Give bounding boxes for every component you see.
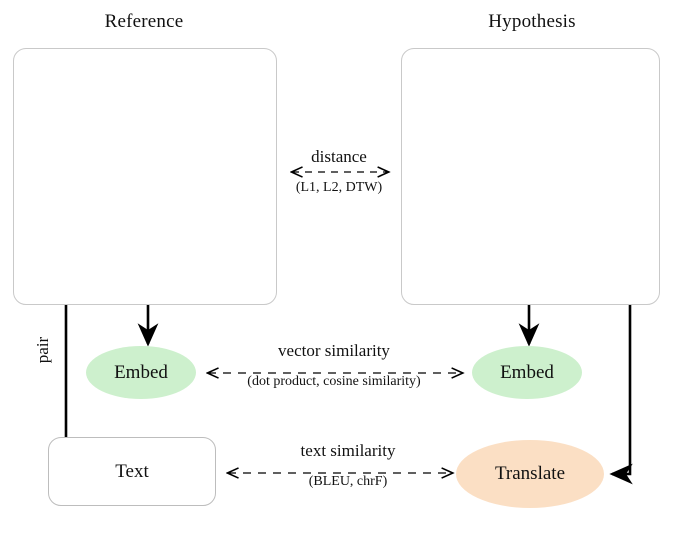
node-embed-left: Embed [86,346,196,399]
node-text: Text [48,437,216,506]
edge-label-distance: distance (L1, L2, DTW) [258,148,420,196]
node-translate: Translate [456,440,604,508]
edge-label-text-similarity: text similarity (BLEU, chrF) [258,442,438,490]
panel-reference [13,48,277,305]
edge-label-distance-secondary: (L1, L2, DTW) [295,179,383,195]
edge-label-vector-primary: vector similarity [278,341,390,360]
panel-title-reference: Reference [104,11,184,32]
edge-label-text-sim-primary: text similarity [300,441,396,460]
edge-label-pair: pair [33,336,52,364]
edge-label-vector-secondary: (dot product, cosine similarity) [247,373,421,389]
panel-hypothesis [401,48,660,305]
edge-hypothesis-to-translate [609,305,633,485]
edge-label-vector-similarity: vector similarity (dot product, cosine s… [200,342,468,390]
edge-label-text-sim-secondary: (BLEU, chrF) [308,473,388,489]
edge-label-distance-primary: distance [311,147,367,166]
panel-title-hypothesis: Hypothesis [488,11,576,32]
node-embed-right: Embed [472,346,582,399]
